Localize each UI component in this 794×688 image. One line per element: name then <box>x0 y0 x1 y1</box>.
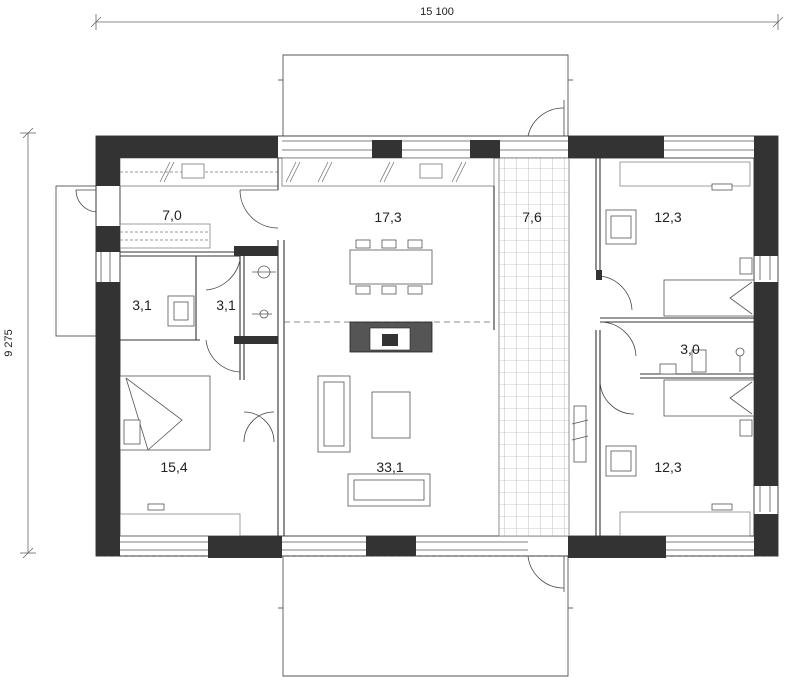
room-area-kitchen-dining: 17,3 <box>374 209 401 225</box>
room-area-bedroom-ne: 12,3 <box>654 209 681 225</box>
room-area-bath-small: 3,1 <box>132 297 152 313</box>
entrance-porch <box>55 185 97 337</box>
room-area-bath-wc: 3,1 <box>216 297 236 313</box>
bed-se <box>663 379 755 437</box>
living-furniture <box>317 375 431 507</box>
room-area-bedroom-sw: 15,4 <box>160 459 187 475</box>
load-bearing-walls <box>96 136 778 558</box>
fireplace <box>349 321 433 353</box>
windows <box>100 140 771 551</box>
bedroom-furniture <box>147 183 733 511</box>
kitchen-counter <box>119 157 495 187</box>
width-label: 15 100 <box>420 6 454 18</box>
door-swings <box>75 100 637 592</box>
room-area-corridor: 7,6 <box>522 209 542 225</box>
height-label: 9 275 <box>3 329 15 357</box>
corridor-bench <box>571 405 589 463</box>
terrace-south <box>278 556 573 677</box>
room-area-entry: 7,0 <box>162 207 182 223</box>
closets <box>119 161 751 537</box>
interior-walls <box>120 158 754 536</box>
dimension-height: 9 275 <box>3 127 36 559</box>
bed-sw <box>119 375 211 451</box>
room-area-bath-east: 3,0 <box>680 341 700 357</box>
corridor-tiles <box>498 157 570 537</box>
dining-table <box>349 239 433 295</box>
room-labels: 7,0 17,3 7,6 12,3 3,1 3,1 3,0 15,4 33,1 … <box>132 207 700 475</box>
bathroom-fixtures <box>167 265 745 375</box>
room-area-bedroom-se: 12,3 <box>654 459 681 475</box>
terrace-north <box>278 54 573 136</box>
wall-outline <box>95 135 779 557</box>
bed-ne <box>663 257 755 317</box>
dimension-width: 15 100 <box>90 6 784 30</box>
room-area-living: 33,1 <box>376 459 403 475</box>
